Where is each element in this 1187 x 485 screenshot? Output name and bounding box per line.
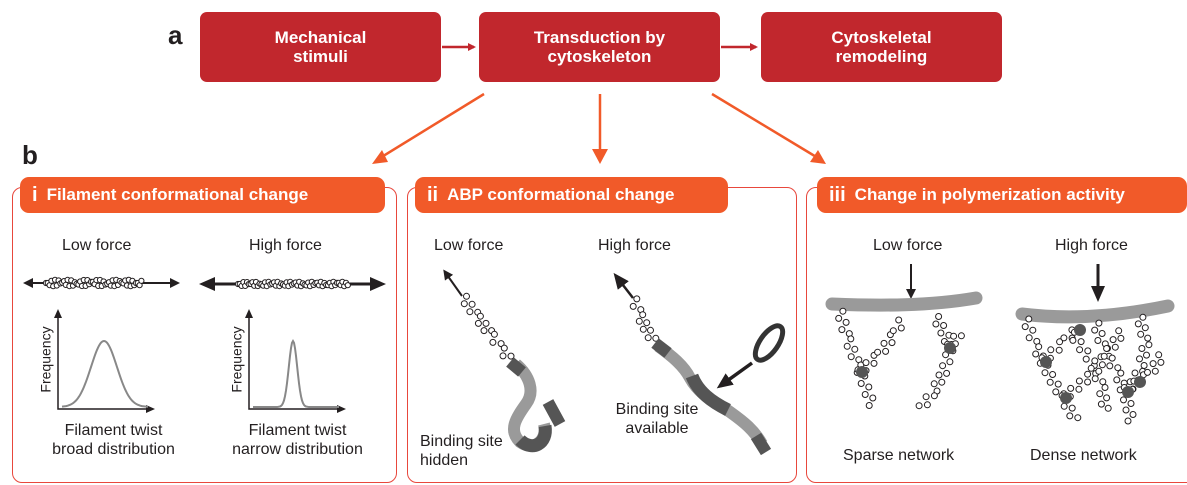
abp-chain-low-force xyxy=(460,292,515,360)
panel-i xyxy=(12,187,397,483)
panel-ii-title: ABP conformational change xyxy=(447,185,675,204)
flow-box-label: Mechanical stimuli xyxy=(274,28,367,66)
panel-i-high-force-label: High force xyxy=(249,237,322,254)
panel-iii-graphics xyxy=(825,264,1175,425)
dense-network xyxy=(1021,313,1165,425)
caption-broad-distribution: Filament twist broad distribution xyxy=(52,422,175,458)
membrane-high-force xyxy=(1015,299,1175,324)
sparse-network xyxy=(835,307,965,410)
histogram-axes-broad xyxy=(57,315,150,410)
histogram-axes-narrow xyxy=(248,315,341,410)
panel-i-low-force-label: Low force xyxy=(62,237,132,254)
panel-ii-numeral: ii xyxy=(427,183,439,206)
panel-ii-tab: ii ABP conformational change xyxy=(415,177,728,213)
panel-i-numeral: i xyxy=(32,183,38,206)
panel-i-title: Filament conformational change xyxy=(46,185,309,204)
part-a-letter: a xyxy=(168,20,183,50)
y-axis-label-narrow: Frequency xyxy=(228,326,245,393)
panel-i-graphics xyxy=(23,276,386,413)
panel-ii-graphics xyxy=(443,269,786,456)
flow-box-label: Cytoskeletal remodeling xyxy=(831,28,932,66)
panel-iii-tab: iii Change in polymerization activity xyxy=(817,177,1187,213)
flow-box-mechanical-stimuli: Mechanical stimuli xyxy=(200,12,441,82)
caption-narrow-distribution: Filament twist narrow distribution xyxy=(232,422,363,458)
caption-binding-site-hidden: Binding site hidden xyxy=(420,433,503,469)
panel-ii xyxy=(407,187,797,483)
panel-ii-low-force-label: Low force xyxy=(434,237,504,254)
flow-box-transduction: Transduction by cytoskeleton xyxy=(479,12,720,82)
panel-iii-low-force-label: Low force xyxy=(873,237,943,254)
abp-chain-high-force xyxy=(629,295,660,342)
caption-dense-network: Dense network xyxy=(1030,447,1137,464)
part-b-letter: b xyxy=(22,140,38,170)
flow-box-remodeling: Cytoskeletal remodeling xyxy=(761,12,1002,82)
membrane-low-force xyxy=(825,291,983,312)
y-axis-label-broad: Frequency xyxy=(37,326,54,393)
filament-low-force xyxy=(42,276,145,290)
panel-iii-numeral: iii xyxy=(829,183,846,206)
caption-sparse-network: Sparse network xyxy=(843,447,955,464)
panel-i-tab: i Filament conformational change xyxy=(20,177,385,213)
narrow-distribution-curve xyxy=(253,338,339,408)
panel-iii-high-force-label: High force xyxy=(1055,237,1128,254)
flow-box-label: Transduction by cytoskeleton xyxy=(533,28,666,66)
caption-binding-site-available: Binding site available xyxy=(615,401,699,437)
panel-iii xyxy=(806,187,1187,483)
panel-iii-title: Change in polymerization activity xyxy=(854,185,1125,204)
binding-partner-ring xyxy=(752,323,786,363)
filament-high-force xyxy=(234,278,351,290)
panel-ii-high-force-label: High force xyxy=(598,237,671,254)
branch-arrows xyxy=(372,92,826,164)
broad-distribution-curve xyxy=(61,339,149,408)
